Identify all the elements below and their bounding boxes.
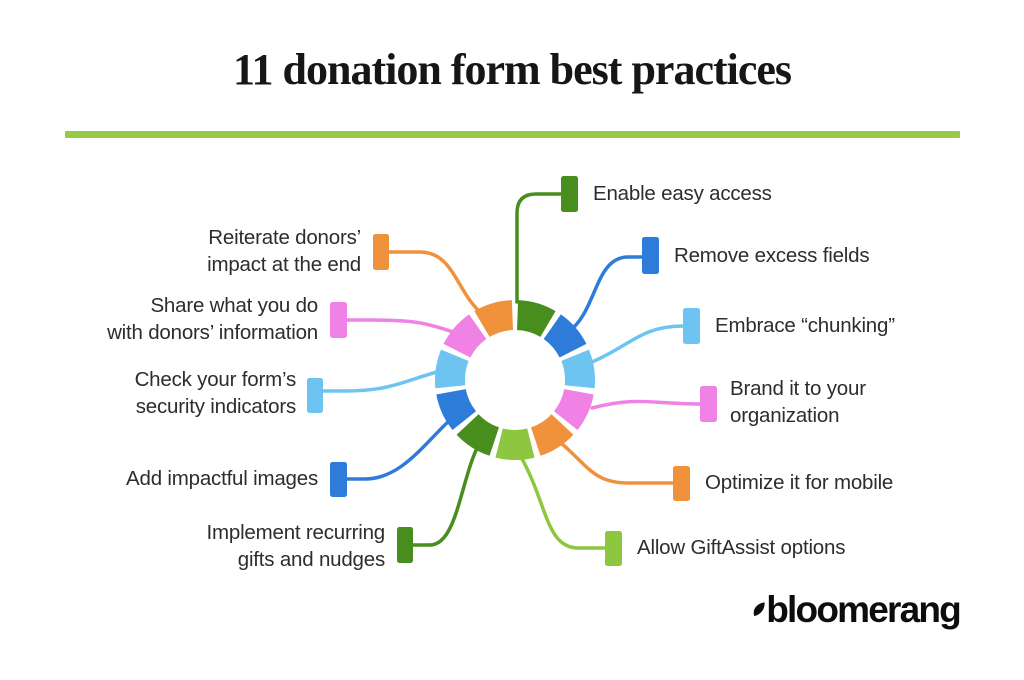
item-marker-7 xyxy=(330,462,347,497)
bloomerang-wordmark: bloomerang xyxy=(766,589,962,630)
item-marker-1 xyxy=(642,237,659,274)
connector-line-0 xyxy=(515,192,563,304)
wheel-segment-3 xyxy=(554,389,594,430)
wheel-segment-10 xyxy=(474,300,513,337)
connector-line-6 xyxy=(411,435,485,547)
connector-line-5 xyxy=(519,455,607,550)
item-marker-0 xyxy=(561,176,578,212)
page-title: 11 donation form best practices xyxy=(232,45,792,94)
wheel-segment-5 xyxy=(495,428,535,461)
wheel-segment-0 xyxy=(517,300,556,337)
item-marker-3 xyxy=(700,386,717,422)
connector-line-7 xyxy=(345,417,453,481)
wheel-segment-2 xyxy=(561,349,596,389)
wheel-segment-9 xyxy=(443,314,487,358)
item-marker-5 xyxy=(605,531,622,566)
leaf-icon xyxy=(752,602,765,622)
connector-line-9 xyxy=(345,318,458,335)
item-marker-8 xyxy=(307,378,323,413)
wheel-segment-4 xyxy=(531,414,574,456)
item-marker-6 xyxy=(397,527,413,563)
item-marker-4 xyxy=(673,466,690,501)
connector-line-3 xyxy=(590,399,702,410)
item-marker-10 xyxy=(373,234,389,270)
wheel-segment-6 xyxy=(456,414,499,456)
item-marker-9 xyxy=(330,302,347,338)
connector-line-1 xyxy=(572,255,644,329)
wheel-segment-1 xyxy=(543,314,587,358)
connector-line-10 xyxy=(387,250,480,312)
connector-line-4 xyxy=(559,441,675,485)
item-marker-2 xyxy=(683,308,700,344)
connector-line-8 xyxy=(321,370,439,393)
wheel-segment-8 xyxy=(434,349,469,389)
connector-line-2 xyxy=(590,324,685,364)
title-divider xyxy=(65,131,960,138)
wheel-segment-7 xyxy=(436,389,476,430)
bloomerang-logo: bloomerang xyxy=(752,589,962,630)
